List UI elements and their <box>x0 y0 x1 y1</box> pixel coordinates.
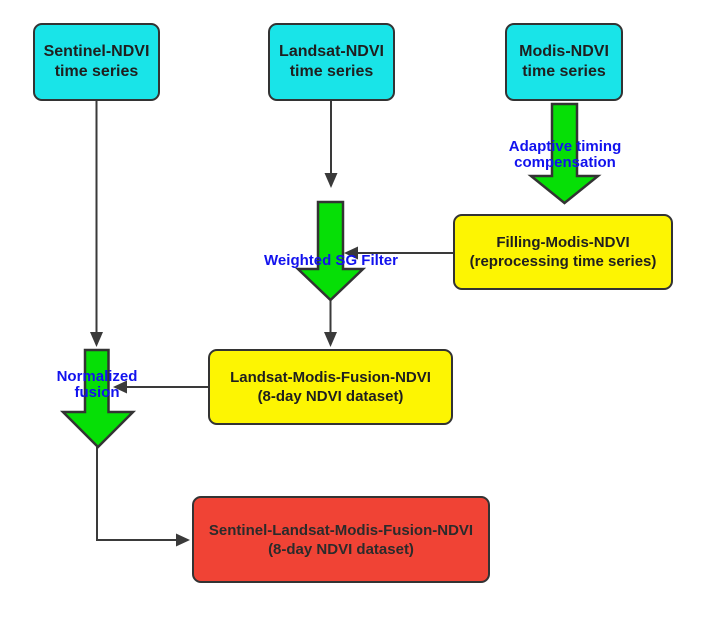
connector-normalized-to-final <box>96 447 176 541</box>
arrowhead-final-left-icon <box>176 533 190 547</box>
label-normalized-fusion: Normalized fusion <box>57 369 138 401</box>
node-filling-modis-ndvi: Filling-Modis-NDVI (reprocessing time se… <box>453 214 673 290</box>
arrowhead-landsat-down-icon <box>324 173 338 188</box>
node-modis-line2: time series <box>522 63 606 80</box>
block-arrow-adaptive-timing-icon <box>527 102 602 205</box>
block-arrow-weighted-sg-icon <box>294 200 367 302</box>
label-normalized-line2: fusion <box>74 384 120 401</box>
arrowhead-filling-left-icon <box>344 246 358 260</box>
node-fusion-line2: (8-day NDVI dataset) <box>257 388 404 405</box>
node-modis-line1: Modis-NDVI <box>519 43 609 60</box>
node-filling-line2: (reprocessing time series) <box>469 253 657 270</box>
node-final-line1: Sentinel-Landsat-Modis-Fusion-NDVI <box>208 521 474 539</box>
node-sentinel-landsat-modis-fusion-ndvi: Sentinel-Landsat-Modis-Fusion-NDVI (8-da… <box>192 496 490 583</box>
arrowhead-fusion-top-icon <box>324 332 337 347</box>
arrowhead-sentinel-down-icon <box>90 332 103 347</box>
label-adaptive-line2: compensation <box>514 154 616 171</box>
node-fusion-line1: Landsat-Modis-Fusion-NDVI <box>230 369 431 386</box>
label-adaptive-timing-compensation: Adaptive timing compensation <box>509 139 622 171</box>
node-sentinel-line1: Sentinel-NDVI <box>43 43 150 60</box>
node-landsat-line1: Landsat-NDVI <box>279 43 384 60</box>
block-arrow-normalized-fusion-icon <box>59 348 137 449</box>
arrowhead-normalized-left-icon <box>113 380 127 394</box>
node-landsat-line2: time series <box>289 63 374 80</box>
node-landsat-modis-fusion-ndvi: Landsat-Modis-Fusion-NDVI (8-day NDVI da… <box>208 349 453 425</box>
label-adaptive-line1: Adaptive timing <box>508 138 622 155</box>
node-sentinel-ndvi: Sentinel-NDVI time series <box>33 23 160 101</box>
node-landsat-ndvi: Landsat-NDVI time series <box>268 23 395 101</box>
node-filling-line1: Filling-Modis-NDVI <box>496 234 630 251</box>
node-modis-ndvi: Modis-NDVI time series <box>505 23 623 101</box>
label-weighted-sg-filter: Weighted SG Filter <box>264 252 398 269</box>
label-normalized-line1: Normalized <box>56 368 138 385</box>
node-final-line2: (8-day NDVI dataset) <box>268 540 414 558</box>
node-sentinel-line2: time series <box>54 63 139 80</box>
